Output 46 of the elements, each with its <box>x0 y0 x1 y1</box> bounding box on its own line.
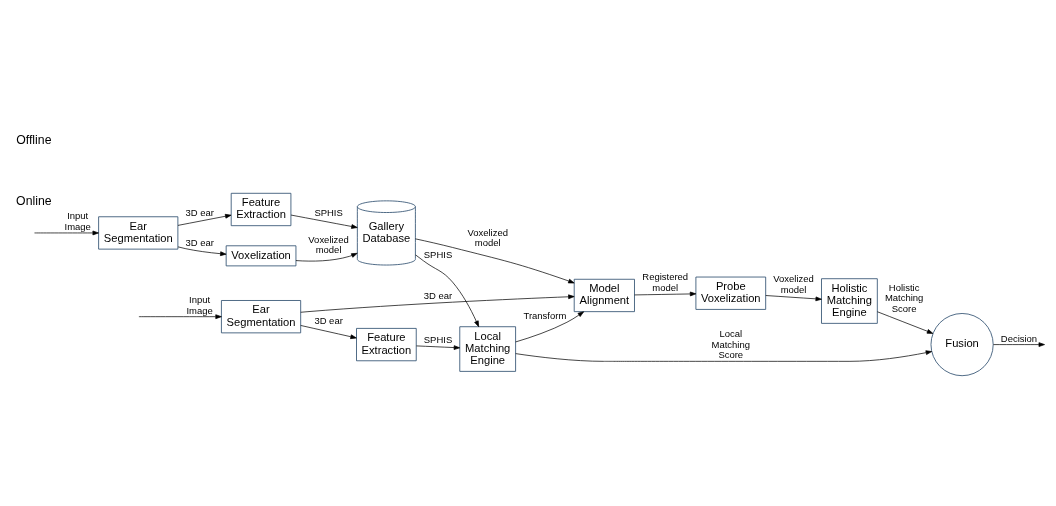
node-box: Feature Extraction <box>356 327 417 362</box>
edge-label: Input Image <box>186 294 213 316</box>
arrow <box>416 345 461 350</box>
edge-label: Transform <box>523 310 567 322</box>
edge-label: Local Matching Score <box>711 328 750 361</box>
edge-label: 3D ear <box>314 315 343 327</box>
edge-label: SPHIS <box>423 334 453 346</box>
edge-label: SPHIS <box>314 206 343 218</box>
node-box: Voxelization <box>225 245 297 267</box>
arrow <box>177 213 232 226</box>
arrow <box>295 252 358 262</box>
arrow <box>34 230 99 236</box>
arrow <box>515 311 584 343</box>
node-circle: Fusion <box>930 313 994 377</box>
edge-label: Voxelized model <box>308 233 349 256</box>
edge-label: Registered model <box>642 271 689 293</box>
arrow <box>300 325 357 339</box>
arrow <box>634 291 697 297</box>
arrow <box>290 214 358 229</box>
edge-label: 3D ear <box>423 290 453 302</box>
edge-label: Voxelized model <box>773 273 814 296</box>
node-box: Ear Segmentation <box>221 300 302 334</box>
node-box: Ear Segmentation <box>98 216 179 250</box>
node-box: Probe Voxelization <box>695 276 767 310</box>
label: Offline <box>16 132 52 147</box>
edge-label: Holistic Matching Score <box>884 281 924 314</box>
node-box: Local Matching Engine <box>459 326 516 372</box>
node-box: Model Alignment <box>573 278 635 313</box>
node-box: Feature Extraction <box>230 192 292 227</box>
arrow <box>877 311 934 334</box>
arrow <box>993 342 1045 347</box>
node-box: Holistic Matching Engine <box>821 278 878 324</box>
arrow <box>515 350 932 362</box>
edge-label: 3D ear <box>185 206 214 218</box>
arrow <box>177 246 227 256</box>
arrow <box>415 238 575 284</box>
edge-label: 3D ear <box>185 236 214 248</box>
arrow <box>138 314 222 319</box>
edge-label: Decision <box>1000 332 1038 344</box>
edge-label: SPHIS <box>423 248 453 260</box>
arrow <box>765 295 822 302</box>
arrow <box>415 254 480 328</box>
edge-label: Voxelized model <box>467 226 508 249</box>
edge-label: Input Image <box>64 210 91 232</box>
label: Online <box>16 194 52 209</box>
arrow <box>300 294 575 313</box>
